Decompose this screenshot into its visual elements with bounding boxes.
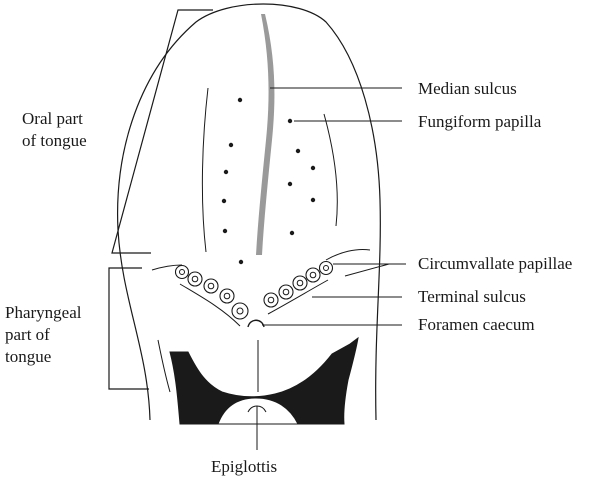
papilla-dot [239,260,243,264]
circumvallate-papilla [293,276,307,290]
papilla-dot [288,182,292,186]
papilla-dot [290,231,294,235]
pharyngeal-part-bracket [109,268,149,389]
foramen-caecum [248,320,264,327]
fungiform-papilla-label: Fungiform papilla [418,112,542,131]
pharyngeal-part-label-line3: tongue [5,347,51,366]
circumvallate-papilla [279,285,293,299]
circumvallate-papilla [320,262,333,275]
circumvallate-papilla [204,279,218,293]
pharyngeal-part-label-line1: Pharyngeal [5,303,82,322]
circumvallate-papillae-label: Circumvallate papillae [418,254,572,273]
median-sulcus-label: Median sulcus [418,79,517,98]
circumvallate-papilla [176,266,189,279]
terminal-sulcus-upper-right [326,249,370,260]
papilla-dot [224,170,228,174]
papilla-dot [311,166,315,170]
pharyngeal-fold-left [158,340,170,392]
foramen-caecum-label: Foramen caecum [418,315,535,334]
oral-part-bracket [112,10,213,253]
oral-part-label-line1: Oral part [22,109,83,128]
pharyngeal-part-label-line2: part of [5,325,50,344]
papilla-dot [296,149,300,153]
circumvallate-papilla [264,293,278,307]
epiglottis-label: Epiglottis [211,457,277,476]
papilla-dot [288,119,292,123]
circumvallate-papilla [306,268,320,282]
papilla-dot [229,143,233,147]
papilla-dot [223,229,227,233]
circumvallate-papilla [188,272,202,286]
terminal-sulcus-label: Terminal sulcus [418,287,526,306]
papilla-dot [222,199,226,203]
circumvallate-papilla [232,303,248,319]
circumvallate-papilla [220,289,234,303]
oral-fold-left [202,88,208,252]
circumvallate-leader-2 [345,264,389,276]
oral-fold-right [324,114,337,226]
oral-part-label-line2: of tongue [22,131,87,150]
median-sulcus [256,14,274,255]
papilla-dot [238,98,242,102]
papilla-dot [311,198,315,202]
